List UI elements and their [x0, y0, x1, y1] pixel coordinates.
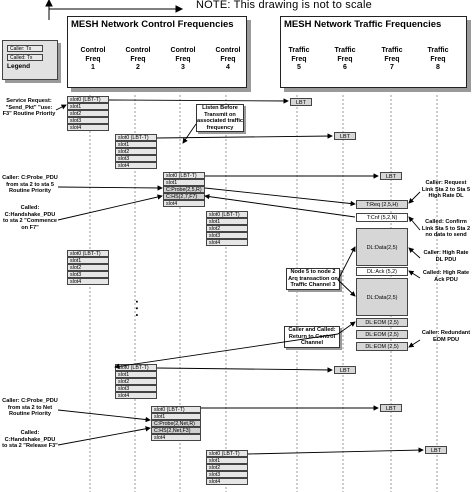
slot-2: slot2 [67, 264, 109, 271]
dleom-msg-1: DL:EOM (2,5) [356, 318, 408, 327]
slot-4: slot4 [206, 478, 248, 485]
slot-1: slot1 [206, 457, 248, 464]
lbt-box-4: LBT [334, 366, 356, 374]
tcnf-msg: T:Cnf (5,2,N) [356, 213, 408, 222]
slot-0: slot0 (LBT-T) [206, 211, 248, 218]
slot-2: slot2 [206, 464, 248, 471]
control-header-title: MESH Network Control Frequencies [71, 19, 234, 30]
traffic-header-box: MESH Network Traffic Frequencies Traffic… [280, 16, 467, 88]
called-handshake-callout: Called: C:Handshake_PDU to sta 2 "Commen… [3, 205, 57, 231]
slot-3: slot3 [67, 117, 109, 124]
dleom-msg-2: DL:EOM (2,5) [356, 330, 408, 339]
scale-note: NOTE: This drawing is not to scale [196, 0, 372, 11]
slot-probe-net-msg: C:Probe(2,Net,R) [151, 420, 201, 427]
slot-stack-f4-b: slot0 (LBT-T) slot1 slot2 slot3 slot4 [206, 450, 248, 485]
caller-request-callout: Caller: Request Link Sta 2 to Sta 5 High… [421, 180, 471, 200]
slot-3: slot3 [206, 232, 248, 239]
slot-4: slot4 [115, 162, 157, 169]
traffic-header-title: MESH Network Traffic Frequencies [284, 19, 442, 30]
slot-stack-f2-a: slot0 (LBT-T) slot1 slot2 slot3 slot4 [115, 134, 157, 169]
slot-3: slot3 [115, 155, 157, 162]
slot-stack-f3-b: slot0 (LBT-T) slot1 C:Probe(2,Net,R) C:H… [151, 406, 201, 441]
legend: Caller: Tx Called: Tx Legend [2, 40, 58, 80]
slot-2: slot2 [115, 378, 157, 385]
dleom-msg-3: DL:EOM (2,5) [356, 342, 408, 351]
listen-box: Listen Before Transmit on associated tra… [196, 104, 244, 133]
slot-1: slot1 [115, 371, 157, 378]
lbt-box-1: LBT [290, 98, 312, 106]
return-box: Caller and Called: Return to Control Cha… [284, 326, 340, 348]
called-release-callout: Called: C:Handshake_PDU to sta 2 "Releas… [2, 430, 58, 450]
treq-msg: T:Req (2,5,H) [356, 200, 408, 209]
slot-probe-msg: C:Probe(2,5,R) [163, 186, 205, 193]
slot-1: slot1 [206, 218, 248, 225]
caller-probe-net-callout: Caller: C:Probe_PDU from sta 2 to Net Ro… [2, 398, 58, 418]
slot-0: slot0 (LBT-T) [67, 250, 109, 257]
slot-stack-f2-b: slot0 (LBT-T) slot1 slot2 slot3 slot4 [115, 364, 157, 399]
slot-1: slot1 [151, 413, 201, 420]
slot-4: slot4 [67, 278, 109, 285]
caller-high-callout: Caller: High Rate DL PDU [423, 250, 469, 263]
slot-1: slot1 [67, 103, 109, 110]
dldata-msg-2: DL:Data(2,5) [356, 278, 408, 316]
legend-item-called: Called: Tx [7, 54, 43, 61]
legend-item-caller: Caller: Tx [7, 45, 43, 52]
lbt-box-3: LBT [380, 172, 402, 180]
control-header-box: MESH Network Control Frequencies Control… [67, 16, 247, 88]
legend-title: Legend [7, 63, 31, 70]
lbt-box-5: LBT [380, 404, 402, 412]
slot-4: slot4 [151, 434, 201, 441]
ellipsis: . . . [133, 300, 147, 317]
slot-0: slot0 (LBT-T) [115, 134, 157, 141]
slot-3: slot3 [67, 271, 109, 278]
slot-stack-f4-a: slot0 (LBT-T) slot1 slot2 slot3 slot4 [206, 211, 248, 246]
slot-stack-f1-b: slot0 (LBT-T) slot1 slot2 slot3 slot4 [67, 250, 109, 285]
slot-1: slot1 [67, 257, 109, 264]
slot-0: slot0 (LBT-T) [163, 172, 205, 179]
called-high-ack-callout: Called: High Rate Ack PDU [422, 270, 470, 283]
slot-0: slot0 (LBT-T) [151, 406, 201, 413]
slot-stack-f1-a: slot0 (LBT-T) slot1 slot2 slot3 slot4 [67, 96, 109, 131]
slot-0: slot0 (LBT-T) [206, 450, 248, 457]
dlack-msg: DL:Ack (5,2) [356, 267, 408, 276]
slot-2: slot2 [115, 148, 157, 155]
node-transaction-box: Node 5 to node 2 Arq transaction on Traf… [286, 268, 340, 290]
slot-0: slot0 (LBT-T) [67, 96, 109, 103]
slot-3: slot3 [206, 471, 248, 478]
slot-stack-f3-a: slot0 (LBT-T) slot1 C:Probe(2,5,R) C:HS(… [163, 172, 205, 207]
slot-4: slot4 [206, 239, 248, 246]
slot-4: slot4 [163, 200, 205, 207]
slot-1: slot1 [163, 179, 205, 186]
slot-2: slot2 [206, 225, 248, 232]
lbt-box-6: LBT [425, 446, 447, 454]
slot-hs-net-msg: C:HS(2,Net,F3) [151, 427, 201, 434]
dldata-msg-1: DL:Data(2,5) [356, 228, 408, 266]
slot-4: slot4 [115, 392, 157, 399]
called-confirm-callout: Called: Confirm Link Sta 5 to Sta 2 no d… [421, 219, 471, 239]
slot-4: slot4 [67, 124, 109, 131]
lbt-box-2: LBT [334, 132, 356, 140]
caller-probe-callout: Caller: C:Probe_PDU from sta 2 to sta 5 … [2, 175, 58, 195]
slot-1: slot1 [115, 141, 157, 148]
slot-3: slot3 [115, 385, 157, 392]
slot-2: slot2 [67, 110, 109, 117]
service-request-callout: Service Request: "Send_Pkt" "use: F3" Ro… [2, 98, 56, 118]
caller-redundant-callout: Caller: Redundant EOM PDU [421, 330, 471, 343]
